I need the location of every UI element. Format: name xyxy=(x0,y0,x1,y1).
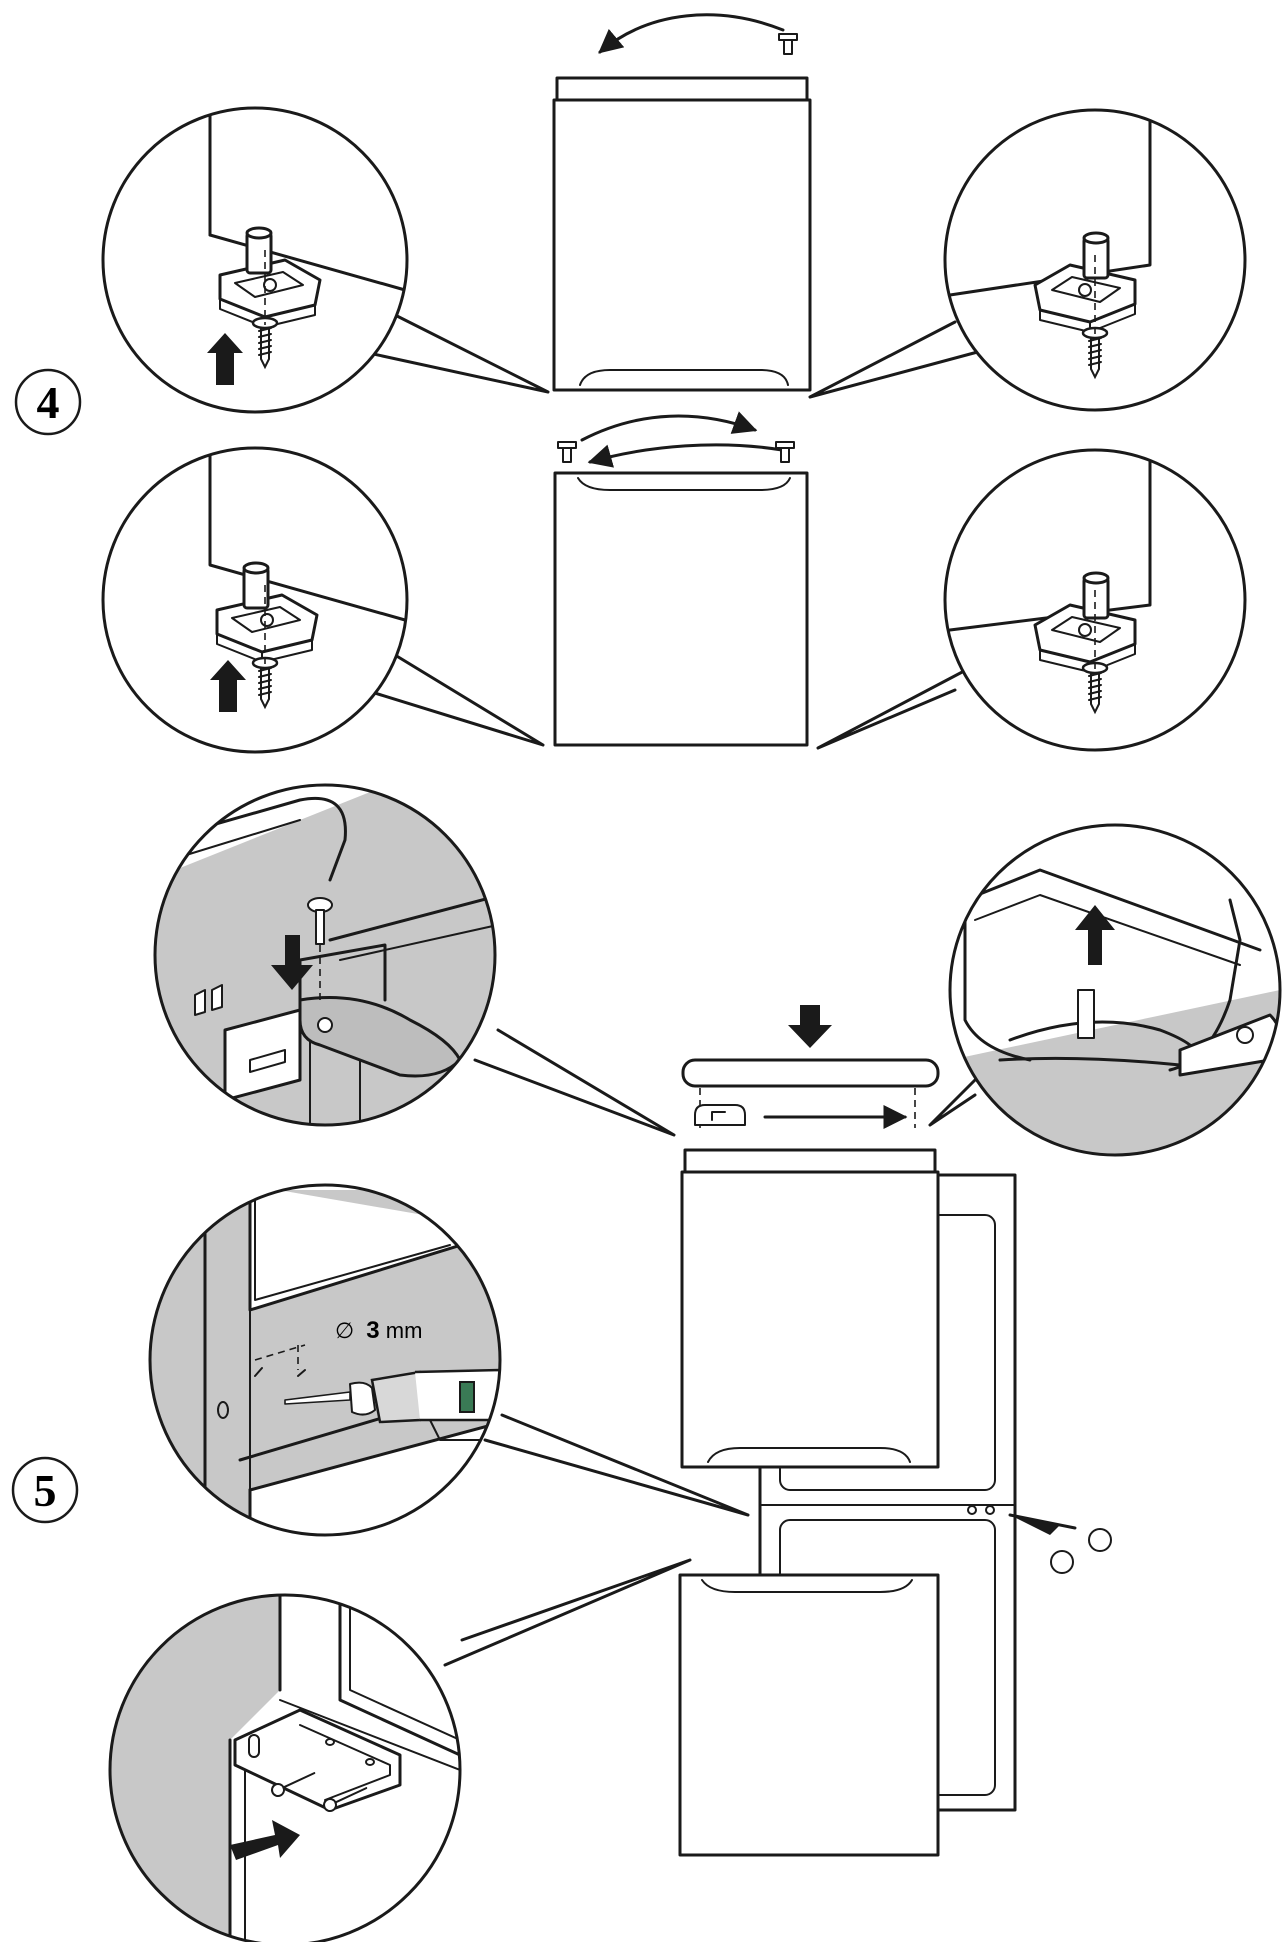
drill-unit: mm xyxy=(386,1318,423,1343)
screw-icon-left xyxy=(557,441,577,463)
step-4-badge xyxy=(14,368,82,436)
detail-circle-bottom-hinge xyxy=(108,1593,462,1942)
diameter-symbol: ∅ xyxy=(335,1318,354,1343)
drill-icon xyxy=(284,1368,500,1441)
step-5-group: 5 xyxy=(11,783,1282,1942)
top-cover xyxy=(681,1005,940,1129)
screw-icon xyxy=(778,33,798,55)
svg-text:∅ 3 mm: ∅ 3 mm xyxy=(335,1317,422,1344)
screw-icon xyxy=(307,897,333,945)
step-4-label: 4 xyxy=(37,377,60,428)
screw-icon xyxy=(271,1772,316,1797)
detail-circle-clip xyxy=(948,823,1282,1157)
arrow-right-icon xyxy=(230,1820,300,1860)
detail-circle-mid-left xyxy=(101,446,409,754)
screw-icon-right xyxy=(775,441,795,463)
detail-circle-top-left xyxy=(101,106,409,414)
step-5-badge xyxy=(11,1456,79,1524)
lower-door xyxy=(678,1573,940,1857)
drill-size: 3 xyxy=(366,1317,379,1344)
freezer-door-top xyxy=(552,13,812,392)
detail-circle-drill: ∅ 3 mm xyxy=(148,1183,502,1537)
detail-circle-mid-right xyxy=(943,448,1247,752)
cap-icon xyxy=(1008,1513,1112,1574)
detail-circle-hinge-cover xyxy=(153,783,497,1127)
arrow-up-icon xyxy=(1075,905,1115,965)
step-5-label: 5 xyxy=(34,1465,57,1516)
detail-circle-top-right xyxy=(943,108,1247,412)
step-4-group: 4 xyxy=(14,13,1247,754)
arrow-down-icon xyxy=(271,935,313,990)
screw-icon-2 xyxy=(323,1787,368,1812)
upper-door xyxy=(680,1148,940,1469)
fridge-door-bottom xyxy=(553,411,809,747)
arrow-down-icon xyxy=(788,1005,832,1048)
